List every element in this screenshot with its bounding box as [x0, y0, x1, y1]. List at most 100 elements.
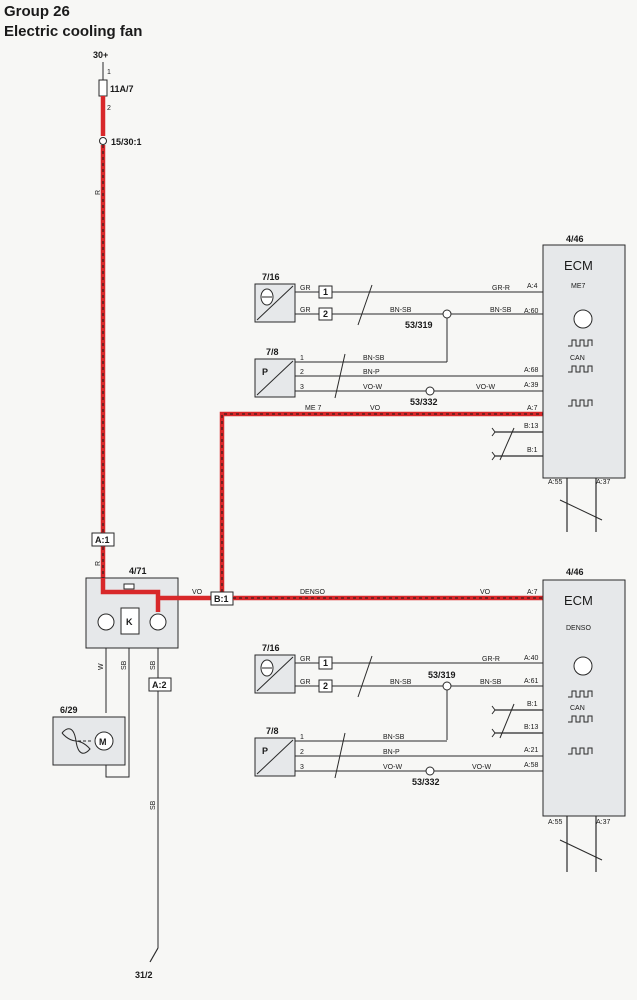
- relay-vo-color: VO: [192, 589, 203, 596]
- press-bottom-wire2: BN-P: [383, 749, 400, 756]
- temp-top-id: 7/16: [262, 272, 280, 282]
- fan-motor-id: 6/29: [60, 705, 78, 715]
- ecm-bottom-pin-a40: A:40: [524, 655, 539, 662]
- supply-wire-color: R: [95, 190, 102, 195]
- press-bottom-pin3: 3: [300, 764, 304, 771]
- ecm-bottom-pin-b13: B:13: [524, 724, 539, 731]
- ecm-bottom-shield-twist: [559, 839, 603, 861]
- ecm-bottom-pin-a21: A:21: [524, 747, 539, 754]
- ecm-top-pin-b13: B:13: [524, 423, 539, 430]
- supply-label: 30+: [93, 50, 108, 60]
- press-top-symbol: P: [262, 367, 268, 377]
- splice-top-bnsb: 53/319: [405, 320, 433, 330]
- ecm-top-pin-a60: A:60: [524, 308, 539, 315]
- connector-a1-label: A:1: [95, 535, 110, 545]
- press-top-twist: [334, 353, 346, 399]
- ecm-top-pin-a68: A:68: [524, 367, 539, 374]
- temp-bottom-wire2: GR: [300, 679, 311, 686]
- press-top-diagonal: [256, 360, 294, 396]
- ecm-bottom-pin-a37: A:37: [596, 819, 611, 826]
- press-bottom-id: 7/8: [266, 726, 279, 736]
- relay-sb-wire1: [105, 648, 130, 778]
- temp-top-pin2: 2: [323, 309, 328, 319]
- press-bottom-pin2: 2: [300, 749, 304, 756]
- me7-wire-label: ME 7: [305, 405, 321, 412]
- ecm-bottom-pin-b1: B:1: [527, 701, 538, 708]
- temp-top-diagonal: [256, 285, 294, 321]
- splice-top-vow-icon: [425, 386, 435, 396]
- ecm-top-can: CAN: [570, 355, 585, 362]
- connector-a1: [91, 532, 115, 547]
- ecm-top-pin-a55: A:55: [548, 479, 563, 486]
- ecm-bottom-b-twist: [499, 703, 515, 739]
- motor-icon: [94, 731, 114, 751]
- press-bottom-pin1: 1: [300, 734, 304, 741]
- relay-internal-red: [100, 578, 161, 612]
- ecm-top-b13-break: [491, 427, 496, 437]
- splice-bottom-bnsb: 53/319: [428, 670, 456, 680]
- connector-a2: [148, 677, 172, 692]
- junction-icon: [99, 137, 107, 145]
- ecm-top-shield-twist: [559, 499, 603, 521]
- temp-bottom-wire2-mid: BN-SB: [390, 679, 412, 686]
- transistor-right-icon: [149, 613, 167, 631]
- denso-wire-color: VO: [480, 589, 491, 596]
- temp-top-wire1-ecm: GR-R: [492, 285, 510, 292]
- control-unit-icon: [120, 607, 140, 635]
- press-bottom-diagonal: [256, 739, 294, 775]
- relay-resistor-icon: [123, 583, 135, 590]
- relay-sb2-color: SB: [150, 660, 157, 670]
- ecm-top-pulse-icon-1: [568, 339, 593, 347]
- ecm-top-pin-a4: A:4: [527, 283, 538, 290]
- ecm-top-pulse-icon-2: [568, 365, 593, 373]
- temp-bottom-wire2-ecm: BN-SB: [480, 679, 502, 686]
- fan-control-red-me7: [178, 411, 543, 601]
- group-title: Group 26: [4, 3, 70, 20]
- temp-top-twist: [357, 284, 373, 326]
- relay-sb1-color: SB: [121, 660, 128, 670]
- press-bottom-wire3: VO-W: [383, 764, 402, 771]
- ecm-bottom: [542, 579, 626, 817]
- ecm-bottom-pin-a61: A:61: [524, 678, 539, 685]
- temp-top-wire2-mid: BN-SB: [390, 307, 412, 314]
- ecm-bottom-label: ECM: [564, 593, 593, 608]
- ecm-top-pin-b1: B:1: [527, 447, 538, 454]
- temp-bottom-wire1: GR: [300, 656, 311, 663]
- temp-top-pin1: 1: [323, 287, 328, 297]
- press-top-pin3: 3: [300, 384, 304, 391]
- splice-bottom-bnsb-icon: [442, 681, 452, 691]
- ecm-bottom-variant: DENSO: [566, 625, 591, 632]
- temp-bottom-diagonal: [256, 656, 294, 692]
- ecm-bottom-pulse-icon-2: [568, 715, 593, 723]
- fuse-label: 11A/7: [110, 84, 134, 94]
- splice-bottom-vow-icon: [425, 766, 435, 776]
- diagram-title: Electric cooling fan: [4, 23, 142, 40]
- relay-id: 4/71: [129, 566, 147, 576]
- press-bottom-wire3-ecm: VO-W: [472, 764, 491, 771]
- me7-wire-color: VO: [370, 405, 381, 412]
- ecm-bottom-pin-a55: A:55: [548, 819, 563, 826]
- ecm-top-b-twist: [499, 427, 515, 461]
- temp-top-wire1: GR: [300, 285, 311, 292]
- press-bottom-wire1: BN-SB: [383, 734, 405, 741]
- press-top-wire2: BN-P: [363, 369, 380, 376]
- ecm-bottom-pulse-icon-1: [568, 690, 593, 698]
- ground-wire-color: SB: [150, 800, 157, 810]
- temp-top-wire2-ecm: BN-SB: [490, 307, 512, 314]
- temp-bottom-id: 7/16: [262, 643, 280, 653]
- ground-symbol-icon: [149, 947, 159, 963]
- ecm-bottom-b1-break: [491, 705, 496, 715]
- press-top-wire3: VO-W: [363, 384, 382, 391]
- ground-label: 31/2: [135, 970, 153, 980]
- ecm-bottom-id: 4/46: [566, 567, 584, 577]
- ecm-top-id: 4/46: [566, 234, 584, 244]
- press-top-wire3-ecm: VO-W: [476, 384, 495, 391]
- fuse-pin1: 1: [107, 69, 111, 76]
- temp-bottom-wire1-ecm: GR-R: [482, 656, 500, 663]
- press-bottom-twist: [334, 732, 346, 779]
- ecm-top-pin-a37: A:37: [596, 479, 611, 486]
- fan-control-dash-me7: [221, 413, 543, 598]
- ecm-top-variant: ME7: [571, 283, 586, 290]
- ecm-top-pin-a7: A:7: [527, 405, 538, 412]
